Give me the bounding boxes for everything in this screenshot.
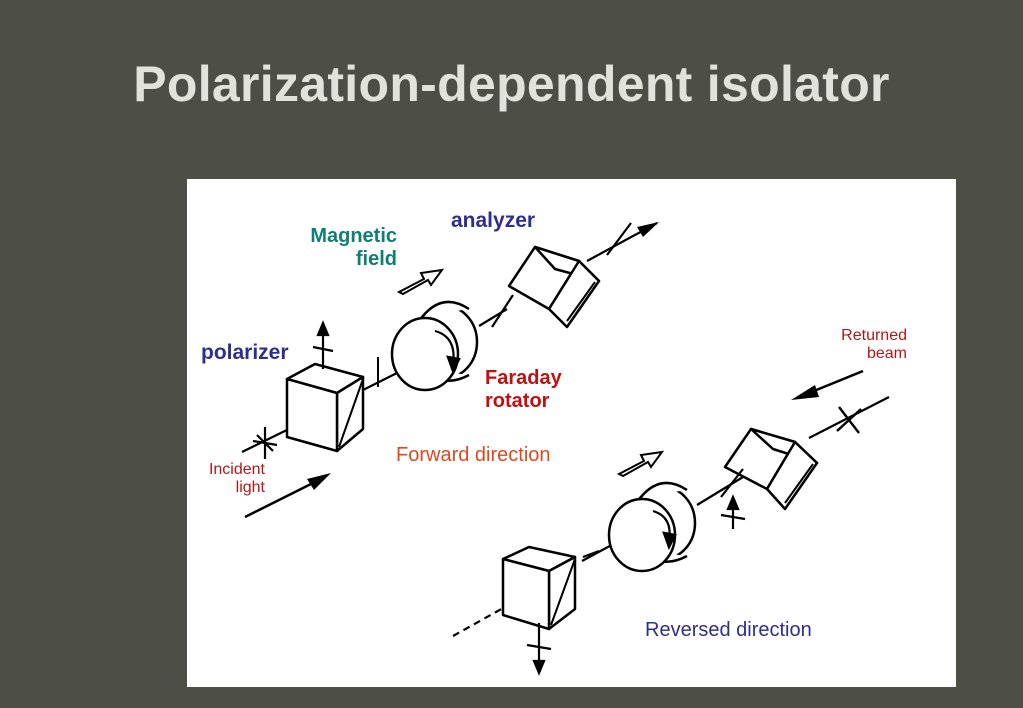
incident-light-label: Incident light bbox=[187, 461, 265, 498]
unpolarized-light-marker bbox=[252, 427, 278, 459]
forward-direction-label: Forward direction bbox=[396, 444, 551, 466]
reversed-rotated-marker bbox=[720, 468, 746, 529]
analyzer-prism-icon bbox=[507, 245, 601, 329]
isolator-diagram bbox=[241, 222, 890, 676]
forward-beam-arrowhead bbox=[637, 222, 659, 237]
faraday-rotator-label: Faraday rotator bbox=[485, 367, 562, 413]
incident-light-line-1: Incident bbox=[208, 461, 265, 478]
returned-beam-label: Returned beam bbox=[807, 327, 907, 364]
analyzer-label: analyzer bbox=[451, 209, 536, 232]
reversed-faraday-rotator-icon bbox=[607, 481, 697, 573]
reversed-gap-marker bbox=[582, 549, 600, 559]
incident-light-arrow bbox=[244, 473, 331, 519]
diagram-panel: analyzer Magnetic field polarizer Farada… bbox=[187, 179, 956, 687]
reversed-polarizer-cube-icon bbox=[501, 545, 577, 631]
hollow-arrow-icon bbox=[396, 268, 445, 296]
polarizer-label: polarizer bbox=[201, 341, 289, 364]
returned-beam-line-2: beam bbox=[866, 345, 907, 363]
magnetic-field-line-1: Magnetic bbox=[310, 225, 397, 247]
reversed-direction-label: Reversed direction bbox=[645, 619, 812, 641]
reversed-hollow-arrow-icon bbox=[616, 450, 665, 478]
faraday-rotator-line-1: Faraday bbox=[485, 367, 562, 389]
vertical-polarization-marker bbox=[312, 320, 334, 369]
blocked-polarization-marker bbox=[526, 623, 552, 676]
polarizer-cube-icon bbox=[285, 362, 365, 453]
faraday-rotator-line-2: rotator bbox=[485, 390, 550, 412]
incident-light-line-2: light bbox=[235, 479, 265, 497]
returned-beam-arrow bbox=[791, 369, 864, 400]
magnetic-field-label: Magnetic field bbox=[277, 225, 397, 271]
faraday-rotator-icon bbox=[390, 300, 479, 392]
transmitted-polarization-marker bbox=[491, 222, 632, 328]
magnetic-field-line-2: field bbox=[355, 248, 397, 270]
returned-beam-line-1: Returned bbox=[841, 327, 907, 344]
slide-title: Polarization-dependent isolator bbox=[133, 56, 890, 112]
reversed-analyzer-prism-icon bbox=[723, 427, 819, 511]
returned-polarization-marker bbox=[836, 406, 862, 434]
